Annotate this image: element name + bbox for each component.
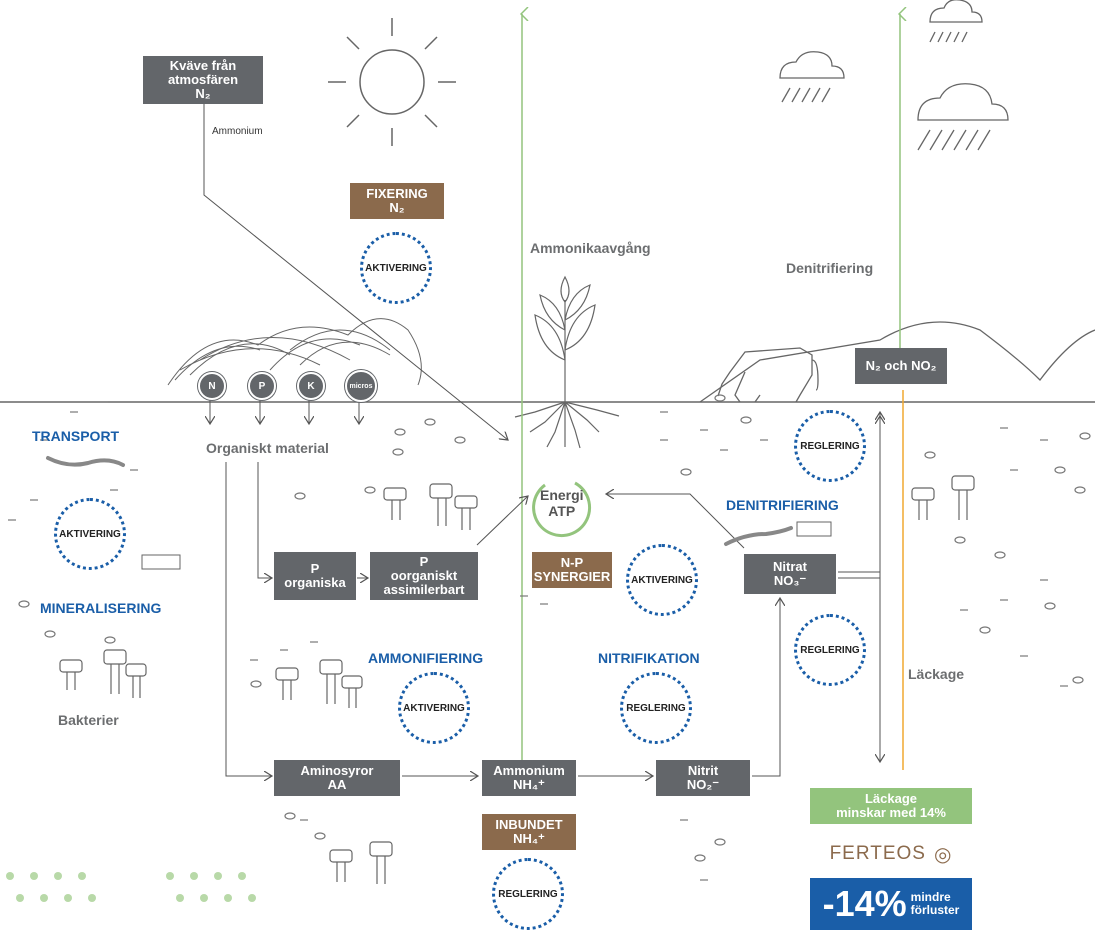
reglering-circle: REGLERING (620, 672, 692, 744)
ferteos-percent: -14% (822, 883, 907, 924)
nitrit-line1: Nitrit (687, 763, 719, 778)
worm-icon (46, 456, 125, 467)
bacteria-icon (911, 475, 975, 520)
ammonium-line1: Ammonium (493, 763, 565, 778)
lackage-box-line1: Läckage (864, 791, 918, 806)
fixering-line1: FIXERING (366, 186, 428, 201)
ammonikaavgang-label: Ammonikaavgång (530, 240, 651, 256)
bacteria-icon (383, 483, 478, 530)
p-oorganiskt-line1: P (419, 554, 429, 569)
reglering-circle: REGLERING (492, 858, 564, 930)
cloud-icon (917, 83, 1009, 151)
nitrit-line2: NO₂⁻ (686, 777, 720, 792)
nitrifikation-label: NITRIFIKATION (598, 650, 700, 666)
hay-pile-icon (167, 318, 422, 386)
insect-icon (796, 521, 832, 537)
ferteos-sub2: förluster (910, 903, 960, 917)
ammonium-label: Ammonium (212, 126, 263, 137)
nitrat-line2: NO₃⁻ (773, 573, 807, 588)
bacteria-icon (329, 841, 393, 884)
bacteria-icon (275, 659, 363, 708)
nutrient-p-icon: P (248, 372, 276, 400)
nutrient-n-icon: N (198, 372, 226, 400)
ammonium-line2: NH₄⁺ (513, 777, 545, 792)
np-line2: SYNERGIER (533, 569, 611, 584)
p-oorganiskt-box: P oorganiskt assimilerbart (370, 552, 478, 600)
aktivering-circle: AKTIVERING (54, 498, 126, 570)
nutrient-micros-icon: micros (345, 370, 377, 402)
atmosphere-arrow (203, 103, 508, 440)
aminosyror-line2: AA (327, 777, 347, 792)
aminosyror-box: Aminosyror AA (274, 760, 400, 796)
mineralisering-label: MINERALISERING (40, 600, 162, 616)
ferteos-banner: -14% mindre förluster (810, 878, 972, 930)
lackage-box-line2: minskar med 14% (836, 805, 946, 820)
atmosphere-line2: atmosfären (167, 72, 239, 87)
cow-icon (717, 347, 819, 403)
atmosphere-nitrogen-box: Kväve från atmosfären N₂ (143, 56, 263, 104)
inbundet-box: INBUNDET NH₄⁺ (482, 814, 576, 850)
fixering-box: FIXERING N₂ (350, 183, 444, 219)
dot-pattern (6, 872, 256, 902)
ferteos-badge: FERTEOS ◎ -14% mindre förluster (810, 830, 972, 930)
fixering-line2: N₂ (389, 200, 405, 215)
nitrat-line1: Nitrat (773, 559, 807, 574)
p-organiska-line1: P (310, 561, 320, 576)
p-oorganiskt-line3: assimilerbart (383, 582, 465, 597)
np-synergier-box: N-P SYNERGIER (532, 552, 612, 588)
ammonium-box: Ammonium NH₄⁺ (482, 760, 576, 796)
organic-material-label: Organiskt material (206, 440, 329, 456)
atmosphere-line3: N₂ (195, 86, 211, 101)
worm-icon (724, 526, 793, 546)
energy-atp-label: Energi ATP (540, 487, 584, 519)
reglering-circle: REGLERING (794, 410, 866, 482)
bacteria-icon (59, 649, 147, 698)
nutrient-k-icon: K (297, 372, 325, 400)
nitrit-box: Nitrit NO₂⁻ (656, 760, 750, 796)
cloud-icon (929, 0, 983, 43)
aminosyror-line1: Aminosyror (300, 763, 374, 778)
ferteos-swirl-icon: ◎ (933, 843, 953, 866)
ferteos-logo: FERTEOS ◎ (810, 830, 972, 878)
ferteos-sub1: mindre (910, 890, 951, 904)
np-line1: N-P (560, 555, 584, 570)
aktivering-circle: AKTIVERING (360, 232, 432, 304)
p-organiska-line2: organiska (284, 575, 346, 590)
aktivering-circle: AKTIVERING (626, 544, 698, 616)
ammonifiering-label: AMMONIFIERING (368, 650, 484, 666)
cloud-icon (779, 51, 845, 103)
ferteos-brand: FERTEOS (829, 843, 926, 864)
inbundet-line2: NH₄⁺ (513, 831, 545, 846)
hills-outline (699, 321, 1095, 403)
p-oorganiskt-line2: oorganiskt (390, 568, 458, 583)
lackage-box: Läckage minskar med 14% (810, 788, 972, 824)
denitrifiering-label: DENITRIFIERING (726, 497, 839, 513)
bakterier-label: Bakterier (58, 712, 119, 728)
soil-texture (18, 394, 1091, 862)
atmosphere-line1: Kväve från (169, 58, 237, 73)
plant-icon (514, 275, 620, 449)
inbundet-line1: INBUNDET (495, 817, 563, 832)
p-organiska-box: P organiska (274, 552, 356, 600)
ferteos-subtitle: mindre förluster (911, 891, 960, 917)
transport-label: TRANSPORT (32, 428, 120, 444)
denitrifiering-air-label: Denitrifiering (786, 260, 874, 276)
energy-arc (532, 481, 592, 538)
n2-no2-box: N₂ och NO₂ (855, 348, 947, 384)
nitrat-box: Nitrat NO₃⁻ (744, 554, 836, 594)
insect-icon (141, 554, 181, 570)
aktivering-circle: AKTIVERING (398, 672, 470, 744)
energy-line1: Energi (540, 487, 584, 503)
n2-no2-label: N₂ och NO₂ (865, 358, 937, 373)
sun-icon (328, 18, 456, 146)
lackage-label: Läckage (908, 666, 965, 682)
reglering-circle: REGLERING (794, 614, 866, 686)
energy-line2: ATP (548, 503, 576, 519)
